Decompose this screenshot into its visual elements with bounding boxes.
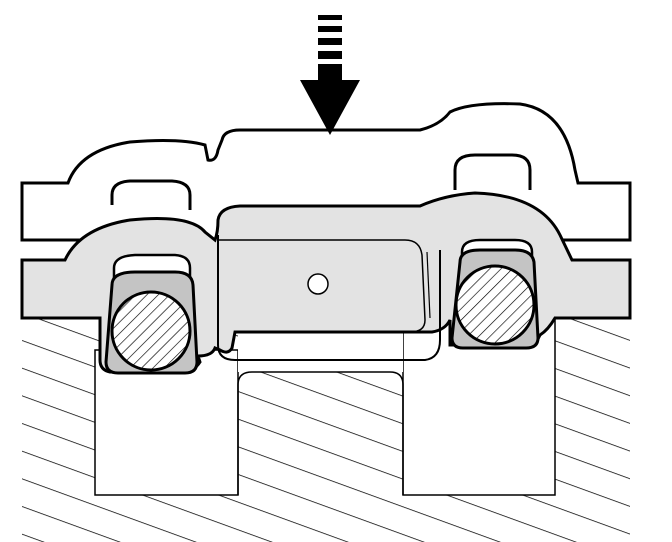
right-rod-seat — [450, 238, 540, 350]
center-hole — [307, 273, 329, 295]
left-rod-seat — [104, 253, 199, 375]
left-rod — [110, 290, 192, 372]
force-arrow-icon — [300, 15, 360, 135]
center-plate-inner — [218, 239, 426, 333]
right-rod — [454, 264, 536, 346]
